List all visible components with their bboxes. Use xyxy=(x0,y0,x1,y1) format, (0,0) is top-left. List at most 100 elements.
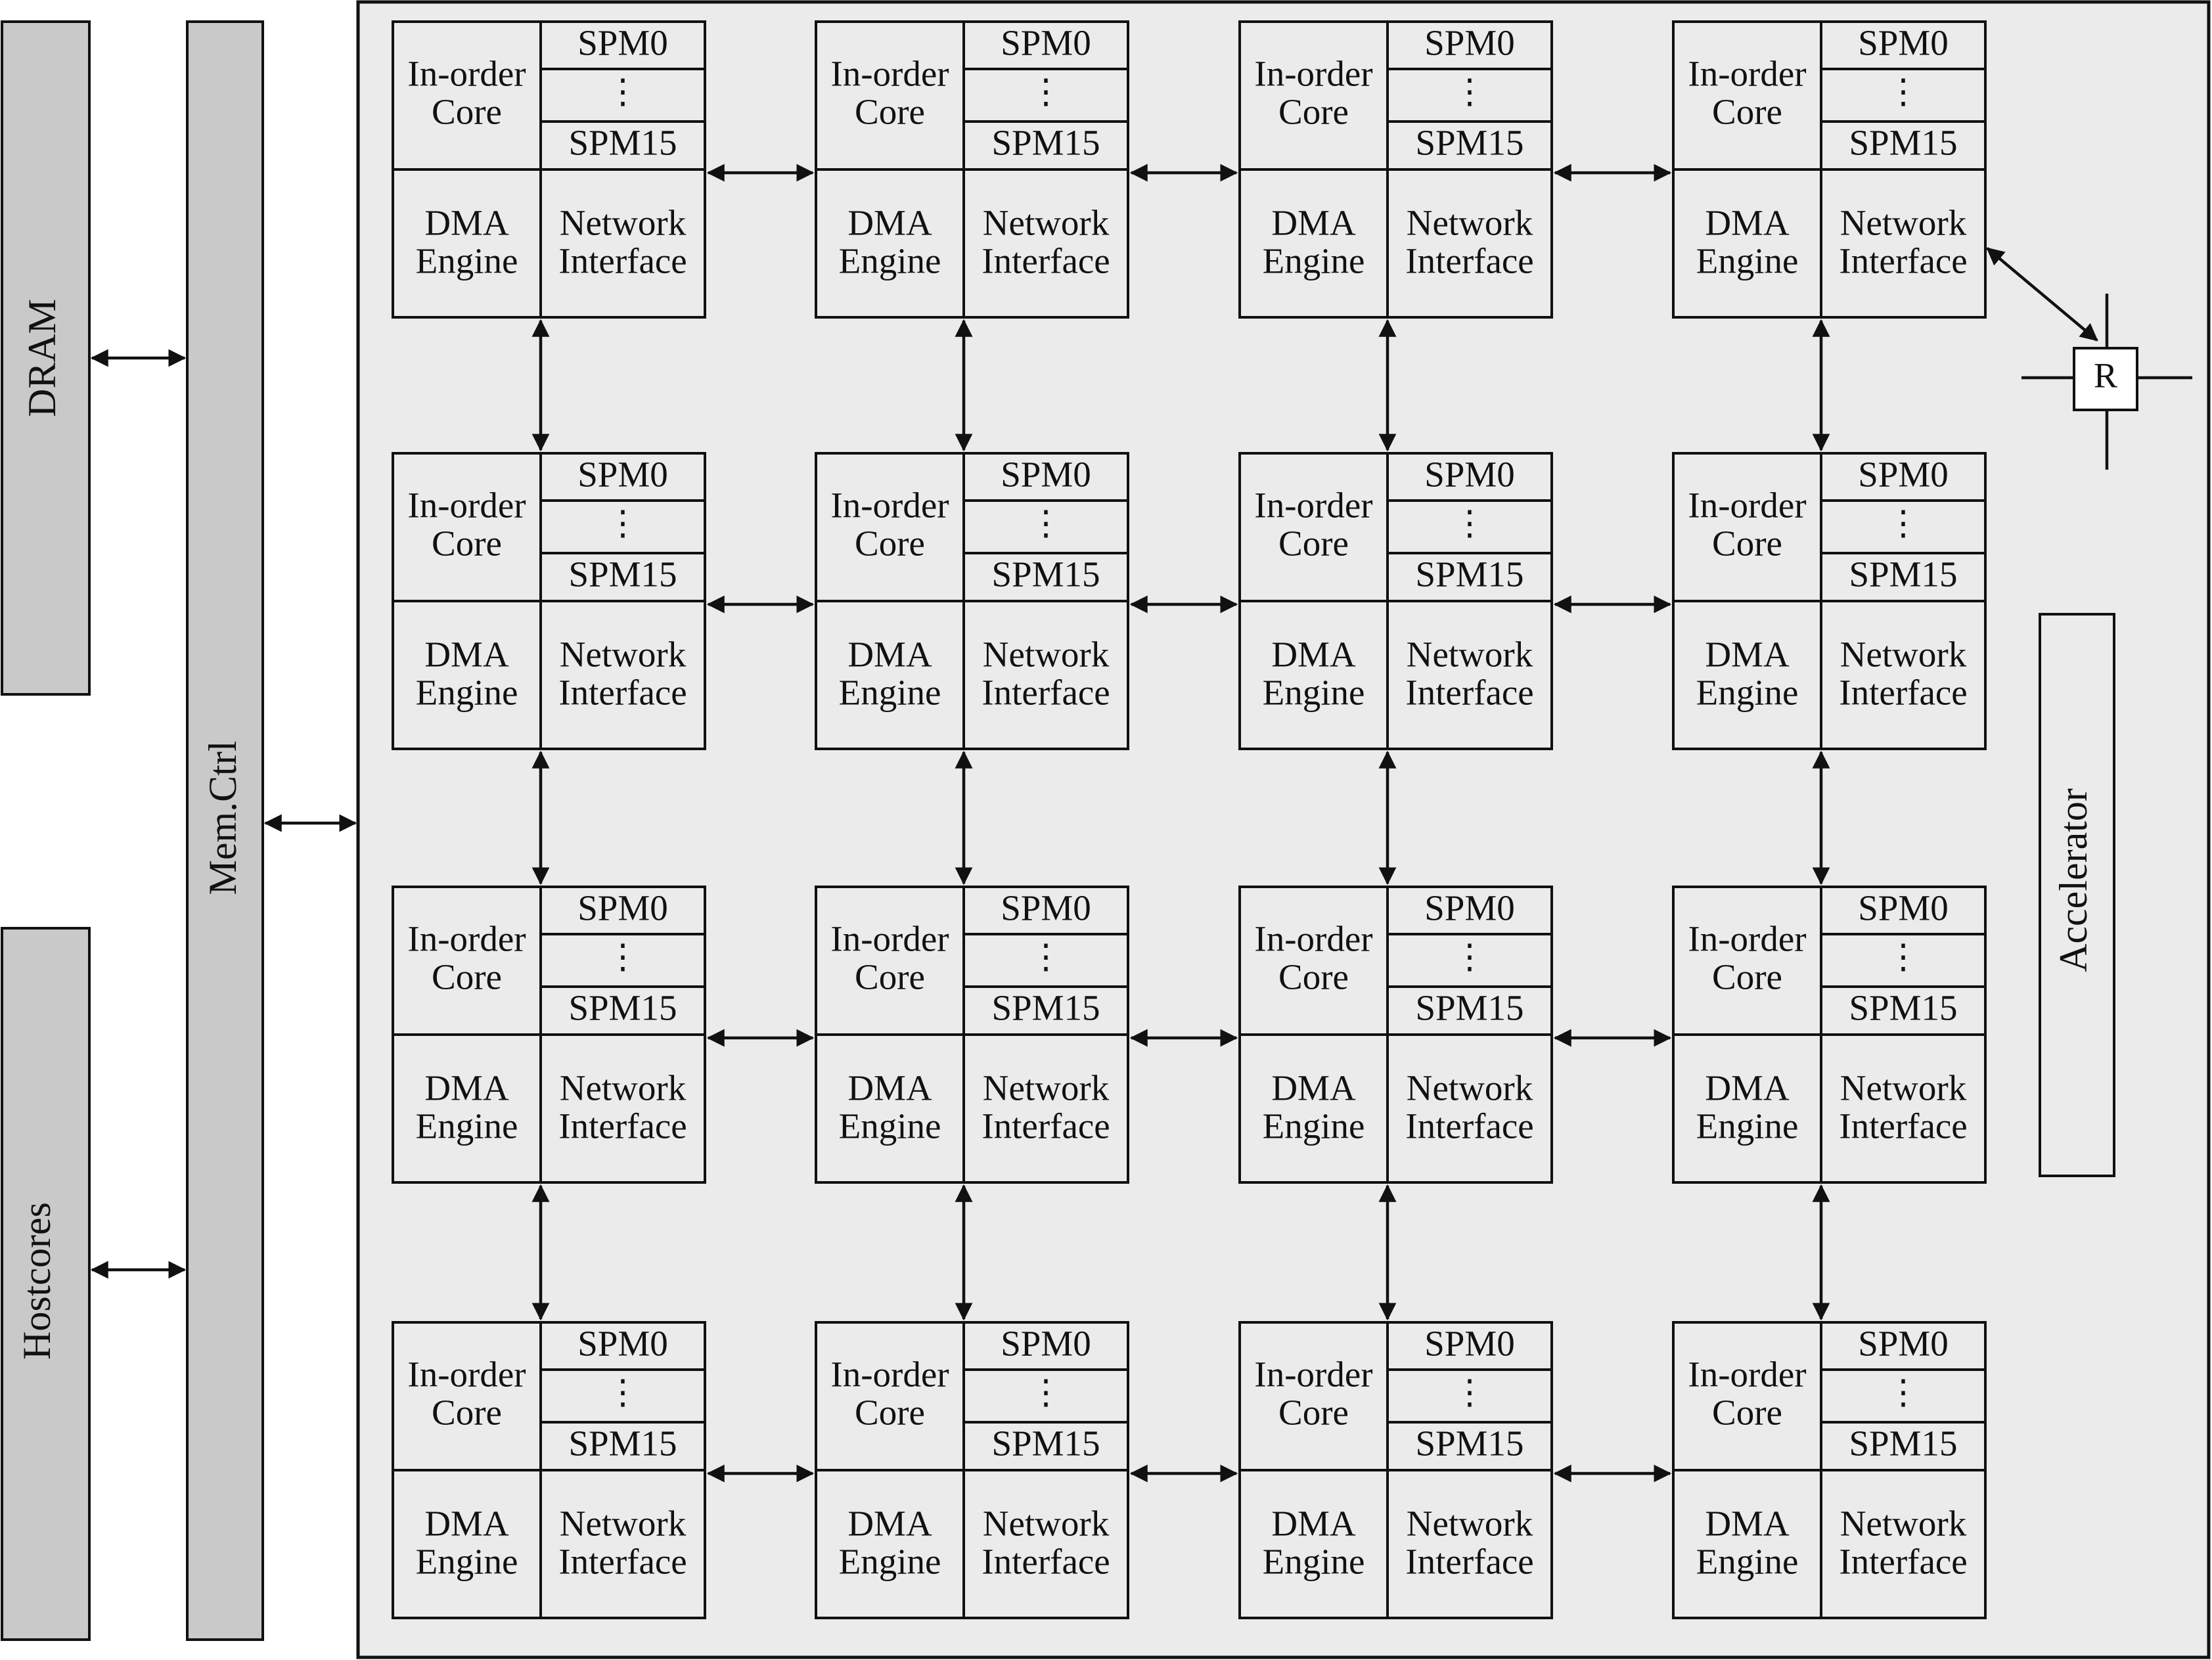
dma-engine-label-line1: DMA xyxy=(424,203,509,243)
in-order-core-box xyxy=(1672,452,1822,602)
spm-ellipsis-box xyxy=(962,1368,1129,1424)
spm0-box xyxy=(1820,20,1987,70)
spm15-label: SPM15 xyxy=(991,1424,1100,1464)
tile-r1-c3: In-orderCoreSPM0⋮SPM15DMAEngineNetworkIn… xyxy=(1672,452,1987,750)
in-order-core-label-line1: In-order xyxy=(1688,54,1806,94)
tile-r2-c3: In-orderCoreSPM0⋮SPM15DMAEngineNetworkIn… xyxy=(1672,886,1987,1184)
network-interface-box xyxy=(539,1469,706,1619)
dma-engine-label-line1: DMA xyxy=(1271,1068,1356,1108)
in-order-core-label-line2: Core xyxy=(855,524,925,564)
dma-engine-label-line1: DMA xyxy=(847,203,932,243)
spm-ellipsis-box xyxy=(1386,499,1553,554)
dma-engine-label-line1: DMA xyxy=(1705,1068,1790,1108)
in-order-core-box xyxy=(392,20,542,171)
network-interface-label-line1: Network xyxy=(1407,1068,1533,1108)
spm0-box xyxy=(1820,886,1987,935)
spm-ellipsis: ⋮ xyxy=(1886,505,1920,543)
network-interface-box xyxy=(1386,1033,1553,1184)
spm0-box xyxy=(1820,1321,1987,1371)
network-interface-label-line1: Network xyxy=(1840,1504,1967,1544)
hostcores-label: Hostcores xyxy=(15,1202,58,1360)
dram-block xyxy=(1,20,91,696)
in-order-core-label-line2: Core xyxy=(1712,92,1782,132)
dma-engine-label-line1: DMA xyxy=(1271,635,1356,675)
network-interface-box xyxy=(1820,1033,1987,1184)
spm-ellipsis: ⋮ xyxy=(1453,505,1487,543)
in-order-core-box xyxy=(1672,20,1822,171)
tile-r2-c2: In-orderCoreSPM0⋮SPM15DMAEngineNetworkIn… xyxy=(1238,886,1553,1184)
dma-engine-box xyxy=(1238,600,1389,750)
mem-ctrl-block xyxy=(186,20,264,1641)
spm0-label: SPM0 xyxy=(1424,23,1515,63)
in-order-core-box xyxy=(815,1321,965,1471)
router-label: R xyxy=(2094,355,2117,395)
dma-engine-label-line2: Engine xyxy=(1263,1542,1365,1582)
spm15-box xyxy=(962,120,1129,171)
router-box xyxy=(2073,347,2138,411)
spm15-box xyxy=(539,985,706,1036)
dma-engine-label-line2: Engine xyxy=(416,1106,518,1146)
spm15-label: SPM15 xyxy=(991,123,1100,163)
spm0-box xyxy=(962,1321,1129,1371)
network-interface-label-line2: Interface xyxy=(982,241,1110,281)
spm0-label: SPM0 xyxy=(577,1324,668,1364)
spm-ellipsis: ⋮ xyxy=(1886,1374,1920,1412)
tile-r1-c2: In-orderCoreSPM0⋮SPM15DMAEngineNetworkIn… xyxy=(1238,452,1553,750)
in-order-core-label-line2: Core xyxy=(432,92,502,132)
dma-engine-label-line2: Engine xyxy=(839,1542,941,1582)
dma-engine-label-line2: Engine xyxy=(416,241,518,281)
network-interface-box xyxy=(1820,1469,1987,1619)
spm15-label: SPM15 xyxy=(991,988,1100,1028)
network-interface-label-line1: Network xyxy=(983,1504,1110,1544)
network-interface-label-line2: Interface xyxy=(558,673,687,713)
dma-engine-label-line2: Engine xyxy=(839,241,941,281)
spm15-box xyxy=(1820,985,1987,1036)
hostcores-block xyxy=(1,927,91,1641)
spm15-label: SPM15 xyxy=(1849,1424,1957,1464)
dma-engine-box xyxy=(392,168,542,319)
network-interface-box xyxy=(539,1033,706,1184)
spm-ellipsis: ⋮ xyxy=(1029,74,1063,111)
in-order-core-label-line2: Core xyxy=(855,92,925,132)
in-order-core-label-line2: Core xyxy=(1712,957,1782,997)
in-order-core-label-line1: In-order xyxy=(830,919,949,959)
dma-engine-box xyxy=(815,600,965,750)
spm-ellipsis-box xyxy=(1386,1368,1553,1424)
network-interface-box xyxy=(1386,1469,1553,1619)
spm0-label: SPM0 xyxy=(1858,455,1949,495)
in-order-core-label-line1: In-order xyxy=(407,1355,526,1395)
dma-engine-label-line1: DMA xyxy=(424,635,509,675)
spm-ellipsis: ⋮ xyxy=(606,74,640,111)
network-interface-label-line1: Network xyxy=(983,635,1110,675)
spm0-box xyxy=(962,886,1129,935)
network-interface-label-line1: Network xyxy=(1407,203,1533,243)
dma-engine-label-line2: Engine xyxy=(1263,673,1365,713)
network-interface-box xyxy=(539,600,706,750)
spm15-box xyxy=(539,120,706,171)
dma-engine-label-line2: Engine xyxy=(839,673,941,713)
in-order-core-label-line1: In-order xyxy=(830,1355,949,1395)
in-order-core-box xyxy=(1238,20,1389,171)
spm-ellipsis-box xyxy=(962,68,1129,123)
dma-engine-box xyxy=(815,1469,965,1619)
spm-ellipsis: ⋮ xyxy=(1029,1374,1063,1412)
spm15-box xyxy=(962,552,1129,602)
network-interface-box xyxy=(962,1469,1129,1619)
dma-engine-label-line2: Engine xyxy=(1263,241,1365,281)
spm0-box xyxy=(1386,452,1553,502)
dma-engine-box xyxy=(1238,168,1389,319)
tile-r1-c0: In-orderCoreSPM0⋮SPM15DMAEngineNetworkIn… xyxy=(392,452,706,750)
network-interface-label-line2: Interface xyxy=(1405,1106,1533,1146)
spm0-label: SPM0 xyxy=(1858,1324,1949,1364)
spm15-label: SPM15 xyxy=(1415,1424,1524,1464)
network-interface-label-line1: Network xyxy=(1840,635,1967,675)
spm-ellipsis: ⋮ xyxy=(1453,74,1487,111)
tile-r0-c1: In-orderCoreSPM0⋮SPM15DMAEngineNetworkIn… xyxy=(815,20,1129,319)
dma-engine-box xyxy=(815,168,965,319)
in-order-core-label-line1: In-order xyxy=(407,919,526,959)
network-interface-label-line1: Network xyxy=(983,203,1110,243)
spm-ellipsis: ⋮ xyxy=(1886,939,1920,976)
in-order-core-label-line2: Core xyxy=(1712,524,1782,564)
network-interface-label-line2: Interface xyxy=(1839,241,1967,281)
